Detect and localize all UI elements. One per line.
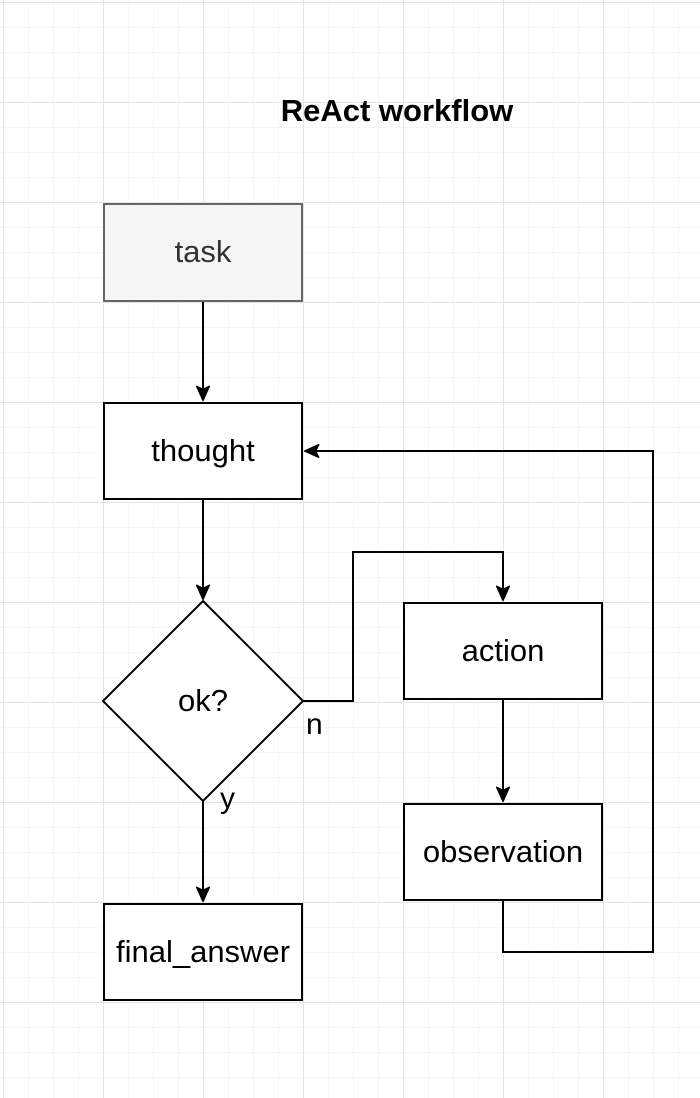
node-thought-label: thought xyxy=(151,432,255,468)
edge-label-no: n xyxy=(306,708,323,741)
node-action-label: action xyxy=(461,632,545,668)
node-task: task xyxy=(103,203,303,302)
edge-decision-to-action xyxy=(303,551,511,702)
node-final-answer: final_answer xyxy=(103,903,303,1001)
diagram-title: ReAct workflow xyxy=(280,93,514,128)
edge-label-yes: y xyxy=(220,782,235,815)
node-final-answer-label: final_answer xyxy=(115,933,291,969)
node-action: action xyxy=(403,602,603,700)
node-thought: thought xyxy=(103,402,303,500)
node-decision-label: ok? xyxy=(178,683,228,718)
edge-observation-to-thought xyxy=(303,443,654,953)
node-decision: ok? xyxy=(103,601,303,801)
node-task-label: task xyxy=(174,234,232,270)
node-observation-label: observation xyxy=(422,833,584,869)
node-observation: observation xyxy=(403,803,603,901)
